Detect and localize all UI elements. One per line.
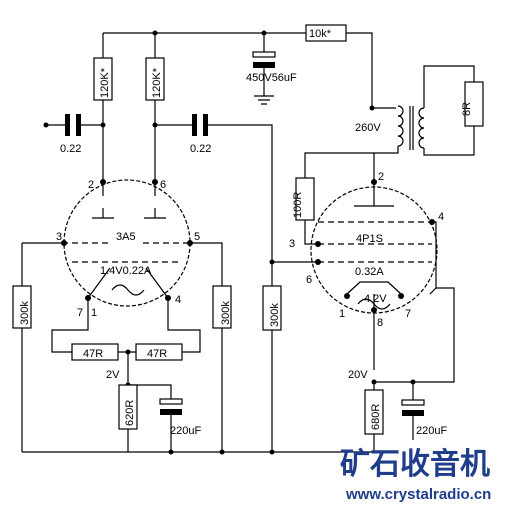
voltage-20v-label: 20V <box>348 369 368 381</box>
resistor-120k-right: 120K* <box>145 33 165 182</box>
resistor-300k-left-label: 300k <box>19 301 31 325</box>
tube-3a5-filament: 1.4V0.22A <box>100 265 152 277</box>
resistor-300k-middle: 300k <box>190 242 232 455</box>
resistor-47r-b-label: 47R <box>147 348 167 360</box>
tube-4p1s: 4P1S 0.32A 4.2V 2 3 4 6 1 8 7 <box>289 171 444 370</box>
filament-network: 47R 47R 2V <box>51 298 201 399</box>
tube-3a5: 3A5 1.4V0.22A 2 6 3 5 7 1 4 <box>56 179 200 319</box>
tube-4p1s-pin-2: 2 <box>378 171 384 183</box>
tube-3a5-pin-5: 5 <box>194 231 200 243</box>
resistor-300k-right: 300k <box>262 259 318 455</box>
resistor-620r: 620R <box>118 384 138 452</box>
capacitor-220uf-left-label: 220uF <box>170 425 201 437</box>
resistor-100r-label: 100R <box>292 192 304 218</box>
voltage-260v-label: 260V <box>355 122 381 134</box>
brand-title: 矿石收音机 <box>340 447 490 482</box>
capacitor-220uf-right-label: 220uF <box>416 425 447 437</box>
tube-3a5-name: 3A5 <box>116 231 136 243</box>
tube-4p1s-pin-4: 4 <box>438 211 444 223</box>
tube-3a5-pin-4: 4 <box>175 294 181 306</box>
brand-url: www.crystalradio.cn <box>345 486 491 503</box>
tube-4p1s-pin-3: 3 <box>289 238 295 250</box>
resistor-10k-label: 10k* <box>309 28 332 40</box>
supply-rail <box>103 30 373 108</box>
tube-4p1s-pin-6: 6 <box>306 274 312 286</box>
output-transformer: 260V <box>304 65 475 182</box>
tube-3a5-pin-6: 6 <box>160 179 166 191</box>
capacitor-input-label: 0.22 <box>60 143 81 155</box>
resistor-10k: 10k* <box>305 24 347 42</box>
resistor-120k-left: 120K* <box>93 33 113 182</box>
resistor-620r-label: 620R <box>124 400 136 426</box>
tube-4p1s-pin-8: 8 <box>377 317 383 329</box>
capacitor-450v56uf-label: 450V56uF <box>246 72 297 84</box>
tube-4p1s-pin-7: 7 <box>405 308 411 320</box>
tube-4p1s-current: 0.32A <box>355 266 384 278</box>
watermark: 矿石收音机 www.crystalradio.cn <box>340 447 491 503</box>
tube-3a5-pin-2: 2 <box>88 179 94 191</box>
resistor-100r: 100R <box>292 177 320 245</box>
resistor-300k-left: 300k <box>12 242 64 452</box>
tube-4p1s-name: 4P1S <box>356 233 383 245</box>
resistor-300k-middle-label: 300k <box>220 301 232 325</box>
capacitor-450v56uf: 450V56uF <box>246 33 297 105</box>
tube-4p1s-pin-1: 1 <box>339 308 345 320</box>
cathode-network: 20V 680R 220uF <box>348 287 455 452</box>
tube-4p1s-filament: 4.2V <box>364 293 387 305</box>
speaker-8r: 8R <box>461 81 484 127</box>
capacitor-input: 0.22 <box>43 114 103 155</box>
capacitor-220uf-left: 220uF <box>159 398 201 455</box>
resistor-120k-left-label: 120K* <box>99 67 111 98</box>
resistor-47r-a-label: 47R <box>83 348 103 360</box>
tube-3a5-pin-1: 1 <box>91 307 97 319</box>
capacitor-coupling: 0.22 <box>155 114 273 452</box>
speaker-8r-label: 8R <box>461 102 473 116</box>
voltage-2v-label: 2V <box>106 369 120 381</box>
resistor-680r-label: 680R <box>370 404 382 430</box>
capacitor-coupling-label: 0.22 <box>190 143 211 155</box>
resistor-300k-right-label: 300k <box>269 303 281 327</box>
tube-3a5-pin-3: 3 <box>56 231 62 243</box>
tube-3a5-pin-7: 7 <box>77 307 83 319</box>
resistor-120k-right-label: 120K* <box>151 67 163 98</box>
